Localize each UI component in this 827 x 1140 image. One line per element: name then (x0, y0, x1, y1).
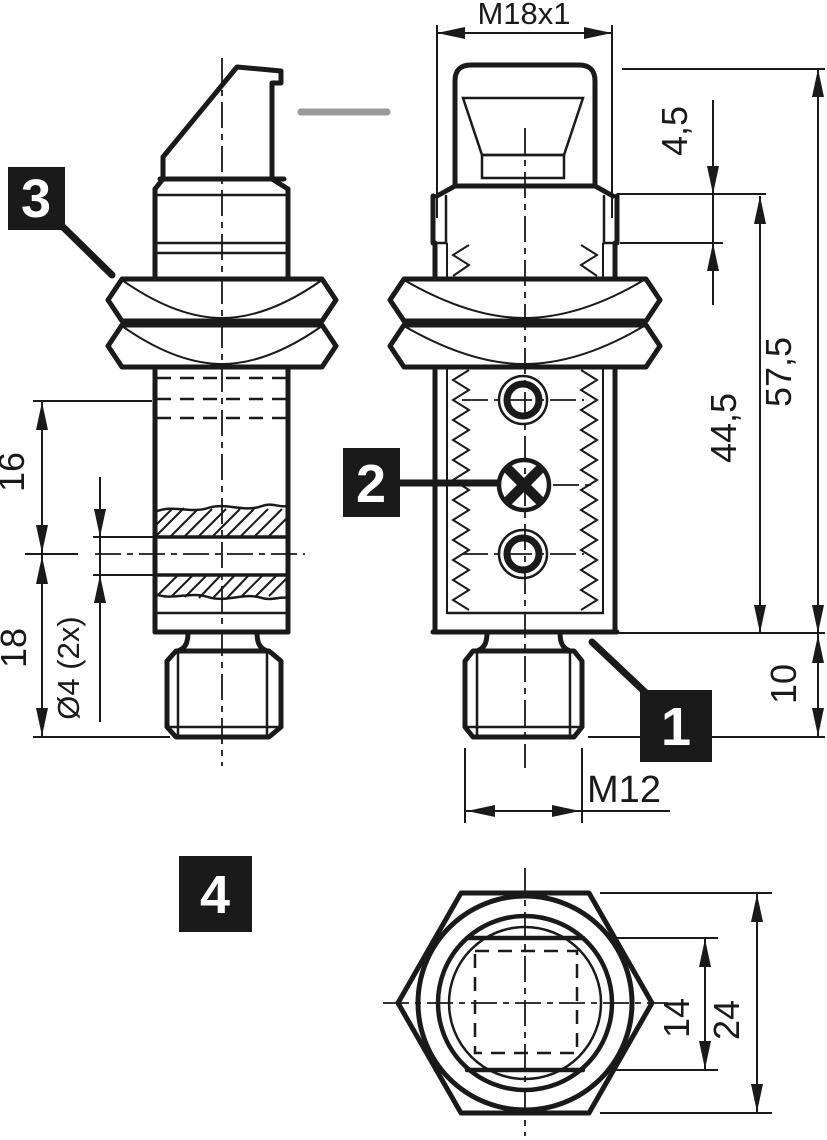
dim-core-across-flats: 14 (656, 938, 711, 1070)
front-lens-window (461, 96, 585, 157)
bottom-hidden-core-square (473, 949, 579, 1055)
side-neck-left (175, 629, 191, 654)
callout-2-box (343, 448, 400, 517)
callout-4-number: 4 (200, 865, 230, 925)
dim-head-thread: M18x1 (436, 0, 613, 218)
dim-mounting-holes: Ø4 (2x) (51, 477, 106, 722)
side-view (95, 58, 339, 766)
dim-label-nut-across-flats: 24 (706, 1000, 747, 1040)
dim-unthreaded-neck: 4,5 (654, 100, 719, 305)
dim-label-hole-center-to-end: 18 (0, 628, 34, 668)
callout-4: 4 (179, 856, 252, 932)
side-neck-right (254, 629, 270, 654)
dim-nut-across-flats: 24 (706, 893, 763, 1113)
bottom-inner-circle (447, 925, 603, 1081)
dim-overall-length: 57,5 (758, 69, 824, 633)
dim-hole-center-to-end: 18 (0, 554, 48, 737)
callout-3-box (8, 167, 65, 230)
callout-4-box (179, 856, 252, 932)
hatching-lower (156, 574, 289, 599)
dimension-annotations: M18x1 4,5 44,5 57,5 (0, 0, 825, 1114)
callouts: 3 2 1 4 (8, 167, 712, 932)
front-neck-right (557, 629, 573, 654)
side-angled-head (160, 64, 284, 182)
callout-1: 1 (588, 638, 712, 762)
dim-label-overall-length: 57,5 (758, 337, 799, 407)
dim-label-connector-thread: M12 (587, 769, 661, 811)
front-thread-upper (432, 240, 618, 281)
front-hex-nuts (387, 276, 663, 370)
dim-hole-center-from-top: 16 (0, 402, 48, 554)
callout-3: 3 (8, 167, 116, 279)
bottom-view (383, 868, 668, 1136)
dim-label-core-across-flats: 14 (656, 998, 697, 1038)
callout-3-number: 3 (21, 169, 51, 229)
bottom-thread-circle (415, 893, 635, 1113)
led-indicator-top (462, 374, 584, 426)
front-head (452, 62, 598, 189)
callout-1-box (640, 690, 712, 762)
callout-2-number: 2 (356, 454, 386, 514)
front-view (387, 62, 663, 768)
hatching-upper (154, 507, 288, 537)
callout-2: 2 (343, 448, 501, 517)
dim-connector-thread: M12 (464, 748, 670, 823)
dim-label-unthreaded-neck: 4,5 (654, 106, 695, 156)
led-indicator-bottom (462, 528, 584, 580)
dim-threaded-length: 44,5 (703, 196, 766, 633)
front-m12-connector (462, 648, 585, 740)
bottom-body-circle (435, 913, 615, 1093)
side-m12-connector (164, 648, 284, 740)
dim-connector-length: 10 (763, 633, 824, 737)
front-thread-body (432, 365, 618, 635)
front-neck-left (474, 629, 490, 654)
bottom-hexagon (395, 890, 655, 1116)
side-cross-hole-section (95, 503, 305, 601)
dim-label-hole-center-from-top: 16 (0, 452, 32, 492)
dim-label-threaded-length: 44,5 (703, 393, 744, 463)
dim-label-mounting-holes: Ø4 (2x) (51, 616, 86, 719)
potentiometer-adjuster (496, 457, 592, 513)
dim-label-head-thread: M18x1 (477, 0, 570, 31)
callout-1-number: 1 (661, 697, 691, 757)
dim-label-connector-length: 10 (763, 664, 804, 704)
side-hex-nuts (105, 276, 339, 370)
